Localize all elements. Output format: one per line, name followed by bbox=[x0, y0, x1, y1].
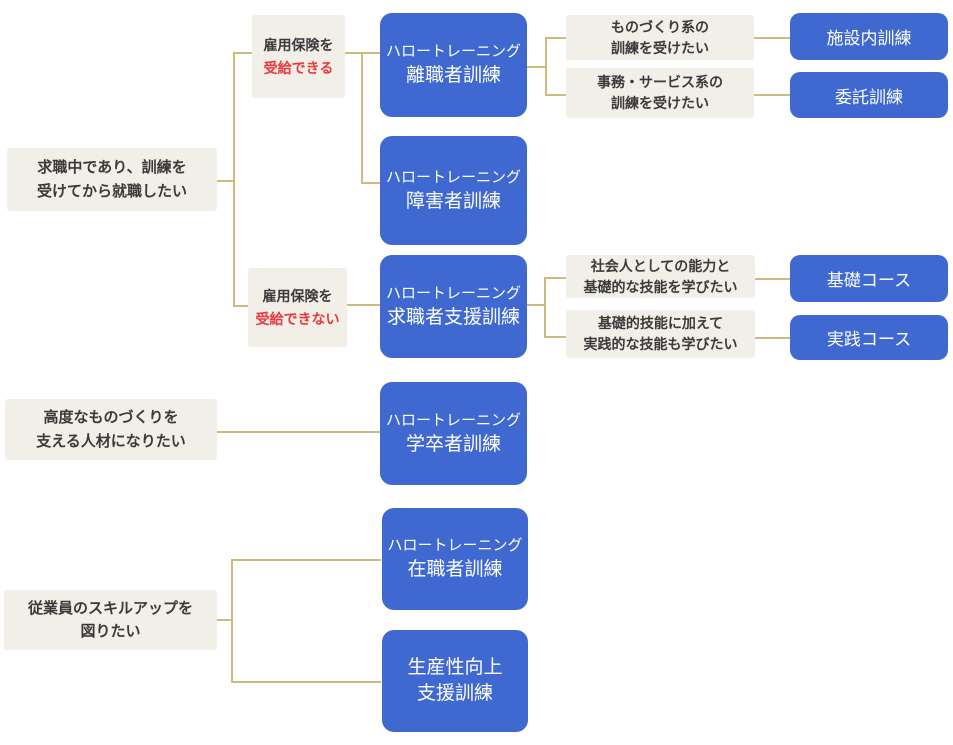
node-text: 訓練を受けたい bbox=[611, 95, 709, 111]
node-training-productivity-support: 生産性向上 支援訓練 bbox=[382, 630, 528, 732]
node-pref-office-service: 事務・サービス系の 訓練を受けたい bbox=[566, 68, 754, 118]
connector-line bbox=[233, 52, 235, 307]
connector-line bbox=[361, 182, 381, 184]
node-text: 学卒者訓練 bbox=[405, 433, 501, 455]
node-text: 求職中であり、訓練を bbox=[37, 159, 187, 177]
node-course-commissioned: 委託訓練 bbox=[790, 72, 948, 118]
node-pref-practical-skills: 基礎的技能に加えて 実践的な技能も学びたい bbox=[566, 310, 755, 358]
connector-line bbox=[231, 681, 381, 683]
node-text: 離職者訓練 bbox=[405, 65, 501, 87]
node-text: ハロートレーニング bbox=[385, 168, 521, 186]
node-course-institutional: 施設内訓練 bbox=[790, 13, 948, 60]
connector-line bbox=[544, 277, 546, 338]
node-text-highlight: 受給できる bbox=[263, 59, 334, 76]
node-text: 求職者支援訓練 bbox=[386, 306, 520, 328]
node-text: 従業員のスキルアップを bbox=[27, 599, 193, 617]
node-text-highlight: 受給できない bbox=[255, 310, 340, 327]
node-training-disabled-person: ハロートレーニング 障害者訓練 bbox=[380, 136, 527, 245]
node-text: 実践的な技能も学びたい bbox=[583, 336, 738, 352]
connector-line bbox=[754, 278, 791, 280]
node-text: 支える人材になりたい bbox=[36, 432, 186, 450]
connector-line bbox=[233, 305, 249, 307]
connector-line bbox=[544, 336, 567, 338]
connector-line bbox=[217, 619, 233, 621]
node-text: 高度なものづくりを bbox=[43, 409, 179, 427]
node-text: 受けてから就職したい bbox=[36, 182, 187, 200]
connector-line bbox=[754, 37, 791, 39]
connector-line bbox=[346, 304, 381, 306]
node-text: 基礎的な技能を学びたい bbox=[583, 278, 738, 295]
node-text: 基礎コース bbox=[826, 271, 912, 290]
node-training-employed-worker: ハロートレーニング 在職者訓練 bbox=[382, 508, 528, 610]
connector-line bbox=[217, 180, 234, 182]
node-pref-social-basic-skills: 社会人としての能力と 基礎的な技能を学びたい bbox=[566, 255, 755, 298]
node-course-basic: 基礎コース bbox=[790, 255, 948, 302]
node-pref-manufacturing: ものづくり系の 訓練を受けたい bbox=[566, 15, 754, 60]
node-text: ハロートレーニング bbox=[385, 43, 521, 61]
node-cond-insurance-ineligible: 雇用保険を 受給できない bbox=[248, 268, 347, 347]
node-goal-jobseeker: 求職中であり、訓練を 受けてから就職したい bbox=[7, 148, 217, 211]
node-text: 基礎的技能に加えて bbox=[597, 315, 724, 331]
node-text: 生産性向上 bbox=[407, 657, 503, 679]
node-text: ハロートレーニング bbox=[387, 537, 523, 555]
connector-line bbox=[544, 277, 567, 279]
node-text: 施設内訓練 bbox=[826, 29, 912, 48]
node-text: ハロートレーニング bbox=[385, 284, 521, 302]
node-text: 雇用保険を bbox=[262, 288, 333, 305]
connector-line bbox=[545, 37, 567, 39]
node-text: 支援訓練 bbox=[416, 683, 493, 704]
node-text: 事務・サービス系の bbox=[597, 74, 723, 90]
node-text: 雇用保険を bbox=[263, 37, 334, 54]
connector-line bbox=[231, 559, 233, 683]
node-text: 障害者訓練 bbox=[405, 190, 501, 212]
connector-line bbox=[231, 559, 381, 561]
node-text: 委託訓練 bbox=[835, 87, 903, 107]
node-text: 社会人としての能力と bbox=[590, 257, 731, 274]
node-goal-employee-skillup: 従業員のスキルアップを 図りたい bbox=[4, 590, 217, 650]
connector-line bbox=[233, 52, 253, 54]
connector-line bbox=[754, 94, 791, 96]
connector-line bbox=[217, 431, 381, 433]
node-text: 実践コース bbox=[826, 330, 912, 349]
node-text: 訓練を受けたい bbox=[611, 39, 709, 56]
node-text: 図りたい bbox=[80, 623, 141, 640]
node-training-jobseeker-support: ハロートレーニング 求職者支援訓練 bbox=[380, 255, 527, 358]
connector-line bbox=[754, 337, 791, 339]
node-training-displaced-worker: ハロートレーニング 離職者訓練 bbox=[380, 13, 527, 117]
connector-line bbox=[361, 52, 363, 184]
node-training-new-graduate: ハロートレーニング 学卒者訓練 bbox=[380, 382, 527, 485]
node-text: ものづくり系の bbox=[611, 18, 709, 35]
connector-line bbox=[527, 304, 546, 306]
connector-line bbox=[527, 66, 547, 68]
connector-line bbox=[545, 94, 567, 96]
connector-line bbox=[545, 37, 547, 96]
node-text: ハロートレーニング bbox=[385, 411, 521, 429]
node-goal-advanced-manufacturing: 高度なものづくりを 支える人材になりたい bbox=[5, 399, 217, 460]
node-course-practical: 実践コース bbox=[790, 315, 948, 360]
node-text: 在職者訓練 bbox=[407, 559, 503, 581]
node-cond-insurance-eligible: 雇用保険を 受給できる bbox=[252, 15, 345, 98]
